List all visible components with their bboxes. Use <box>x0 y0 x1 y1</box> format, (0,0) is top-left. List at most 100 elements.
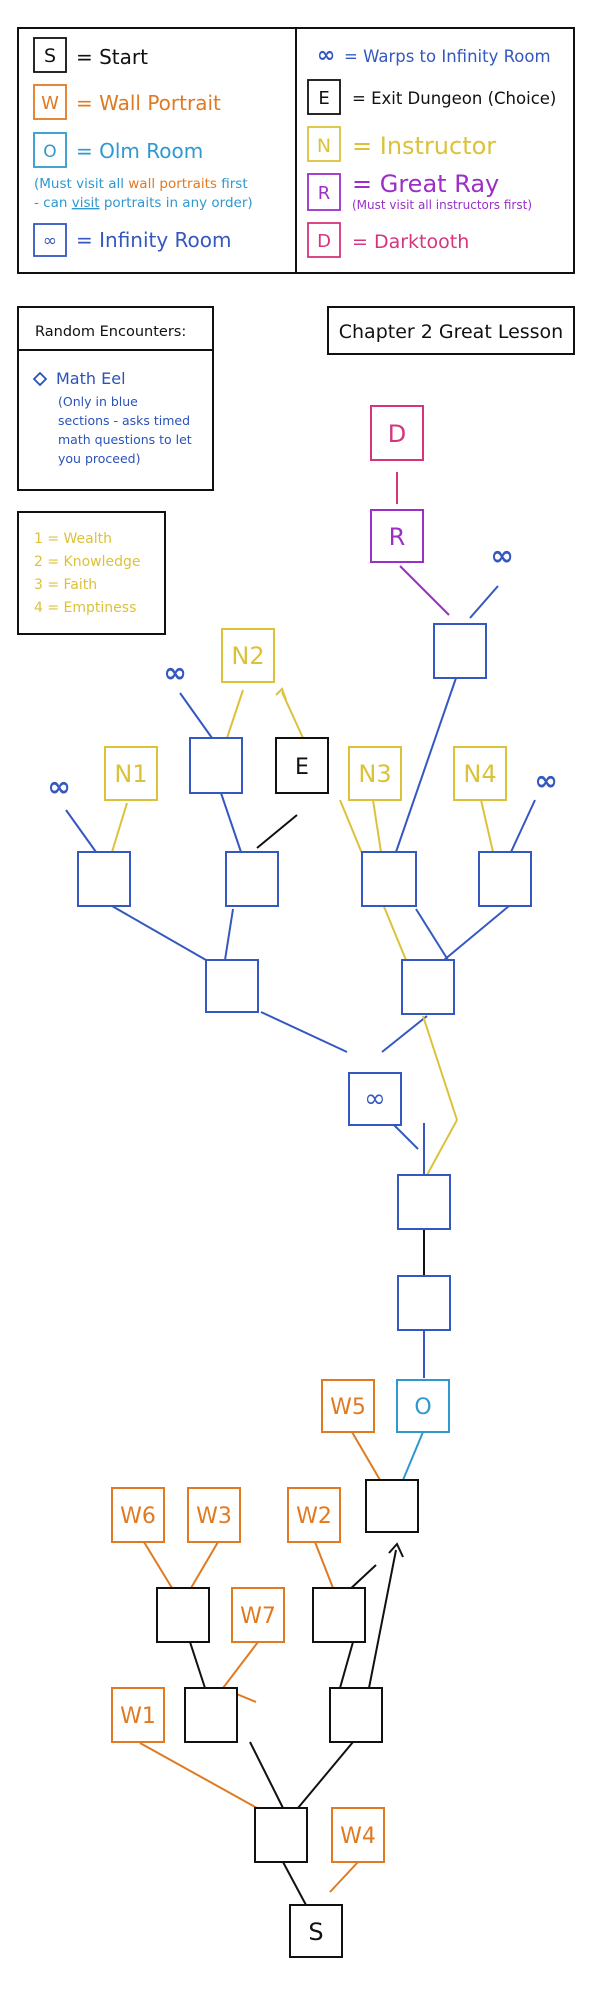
warp-markers: ∞ ∞ ∞ ∞ <box>47 539 557 803</box>
wall-node-w1: W1 <box>111 1687 165 1743</box>
encounters-border <box>17 306 214 491</box>
darktooth-node-label: D <box>388 420 406 448</box>
instructor-node-label: N2 <box>231 642 264 670</box>
olm-connector <box>402 1431 424 1481</box>
wall-node-label: W7 <box>240 1604 276 1629</box>
darktooth-legend-glyph: D <box>317 231 331 252</box>
blue-room-node <box>397 1174 451 1230</box>
blue-room-node <box>401 959 455 1015</box>
exit-node: E <box>275 737 329 794</box>
math-eel-note-line: math questions to let <box>58 432 192 447</box>
warp-legend-glyph: ∞ <box>317 43 335 68</box>
wall-node-w4: W4 <box>331 1807 385 1863</box>
chapter-title-border <box>327 306 575 355</box>
room-node <box>365 1479 419 1533</box>
warp-icon: ∞ <box>490 539 513 572</box>
instructor-legend-box <box>307 126 341 162</box>
blue-connectors <box>65 585 536 1378</box>
start-legend-label: = Start <box>76 45 148 69</box>
math-eel-note-line: (Only in blue <box>58 394 138 409</box>
room-node <box>184 1687 238 1743</box>
ray-legend-glyph: R <box>318 183 331 204</box>
darktooth-legend-box <box>307 222 341 258</box>
instructor-node-n1: N1 <box>104 746 158 801</box>
legend-infinity: ∞ = Infinity Room <box>33 223 232 257</box>
blue-room-node <box>225 851 279 907</box>
infinity-legend-box <box>33 223 67 257</box>
wall-node-w7: W7 <box>231 1587 285 1643</box>
ray-legend-label: = Great Ray <box>352 170 499 198</box>
room-node <box>312 1587 366 1643</box>
blue-room-node <box>361 851 417 907</box>
legend-instructor: N = Instructor <box>307 126 496 162</box>
math-eel-label: Math Eel <box>56 369 126 388</box>
darktooth-node: D <box>370 405 424 461</box>
nodes: S W4 W1 W7 W6 W3 W2 <box>77 405 532 1958</box>
wall-node-w2: W2 <box>287 1487 341 1543</box>
instructor-node-label: N1 <box>114 760 147 788</box>
instructor-key-border <box>17 511 166 635</box>
infinity-room-node: ∞ <box>348 1072 402 1126</box>
blue-room-node <box>77 851 131 907</box>
darktooth-legend-label: = Darktooth <box>352 231 469 253</box>
wall-node-label: W3 <box>196 1504 232 1529</box>
orange-connectors <box>139 1431 381 1893</box>
instructor-node-n4: N4 <box>453 746 507 801</box>
wall-node-label: W2 <box>296 1504 332 1529</box>
math-eel-icon <box>32 371 48 387</box>
blue-room-node <box>189 737 243 794</box>
arrowhead <box>388 1542 404 1558</box>
wall-node-label: W1 <box>120 1704 156 1729</box>
ray-connector <box>399 565 450 616</box>
math-eel-note-line: sections - asks timed <box>58 413 190 428</box>
exit-legend-glyph: E <box>318 88 329 109</box>
chapter-title: Chapter 2 Great Lesson <box>339 321 563 343</box>
room-node <box>254 1807 308 1863</box>
exit-node-label: E <box>295 755 309 780</box>
olm-note-line-1: (Must visit all wall portraits first <box>34 176 248 192</box>
instructor-node-label: N4 <box>463 760 496 788</box>
infinity-legend-glyph: ∞ <box>43 231 57 251</box>
warp-icon: ∞ <box>163 656 186 689</box>
legend-panel: S = Start W = Wall Portrait O = Olm Room… <box>17 27 575 274</box>
olm-legend-glyph: O <box>43 142 56 162</box>
room-node <box>156 1587 210 1643</box>
instructor-key-item: 2 = Knowledge <box>34 554 141 570</box>
wall-node-label: W4 <box>340 1824 376 1849</box>
instructor-key-panel: 1 = Wealth 2 = Knowledge 3 = Faith 4 = E… <box>17 511 166 635</box>
legend-wall: W = Wall Portrait <box>33 84 221 120</box>
olm-node: O <box>396 1379 450 1433</box>
instructor-legend-glyph: N <box>317 135 331 157</box>
encounters-title: Random Encounters: <box>35 324 186 340</box>
instructor-legend-label: = Instructor <box>352 132 496 160</box>
olm-legend-label: = Olm Room <box>76 139 203 163</box>
start-node: S <box>289 1904 343 1958</box>
legend-exit: E = Exit Dungeon (Choice) <box>307 79 556 115</box>
olm-note-line-2: - can visit portraits in any order) <box>34 195 253 211</box>
math-eel-note-line: you proceed) <box>58 451 140 466</box>
wall-legend-glyph: W <box>41 93 59 114</box>
blue-room-node <box>433 623 487 679</box>
start-legend-glyph: S <box>44 45 56 67</box>
warp-legend-label: = Warps to Infinity Room <box>344 47 551 66</box>
olm-legend-box <box>33 132 67 168</box>
legend-olm: O = Olm Room <box>33 132 203 168</box>
warp-icon: ∞ <box>47 770 70 803</box>
instructor-key-item: 4 = Emptiness <box>34 600 136 616</box>
wall-node-label: W5 <box>330 1395 366 1420</box>
infinity-room-label: ∞ <box>364 1084 386 1114</box>
wall-legend-box <box>33 84 67 120</box>
wall-node-label: W6 <box>120 1504 156 1529</box>
wall-node-w3: W3 <box>187 1487 241 1543</box>
encounters-panel: Random Encounters: Math Eel (Only in blu… <box>17 306 214 491</box>
chapter-title-panel: Chapter 2 Great Lesson <box>327 306 575 355</box>
ray-node-label: R <box>389 523 406 551</box>
exit-legend-box <box>307 79 341 115</box>
start-legend-box <box>33 37 67 73</box>
infinity-legend-label: = Infinity Room <box>76 228 232 252</box>
warp-icon: ∞ <box>534 764 557 797</box>
instructor-node-n2: N2 <box>221 628 275 683</box>
legend-darktooth: D = Darktooth <box>307 222 469 258</box>
